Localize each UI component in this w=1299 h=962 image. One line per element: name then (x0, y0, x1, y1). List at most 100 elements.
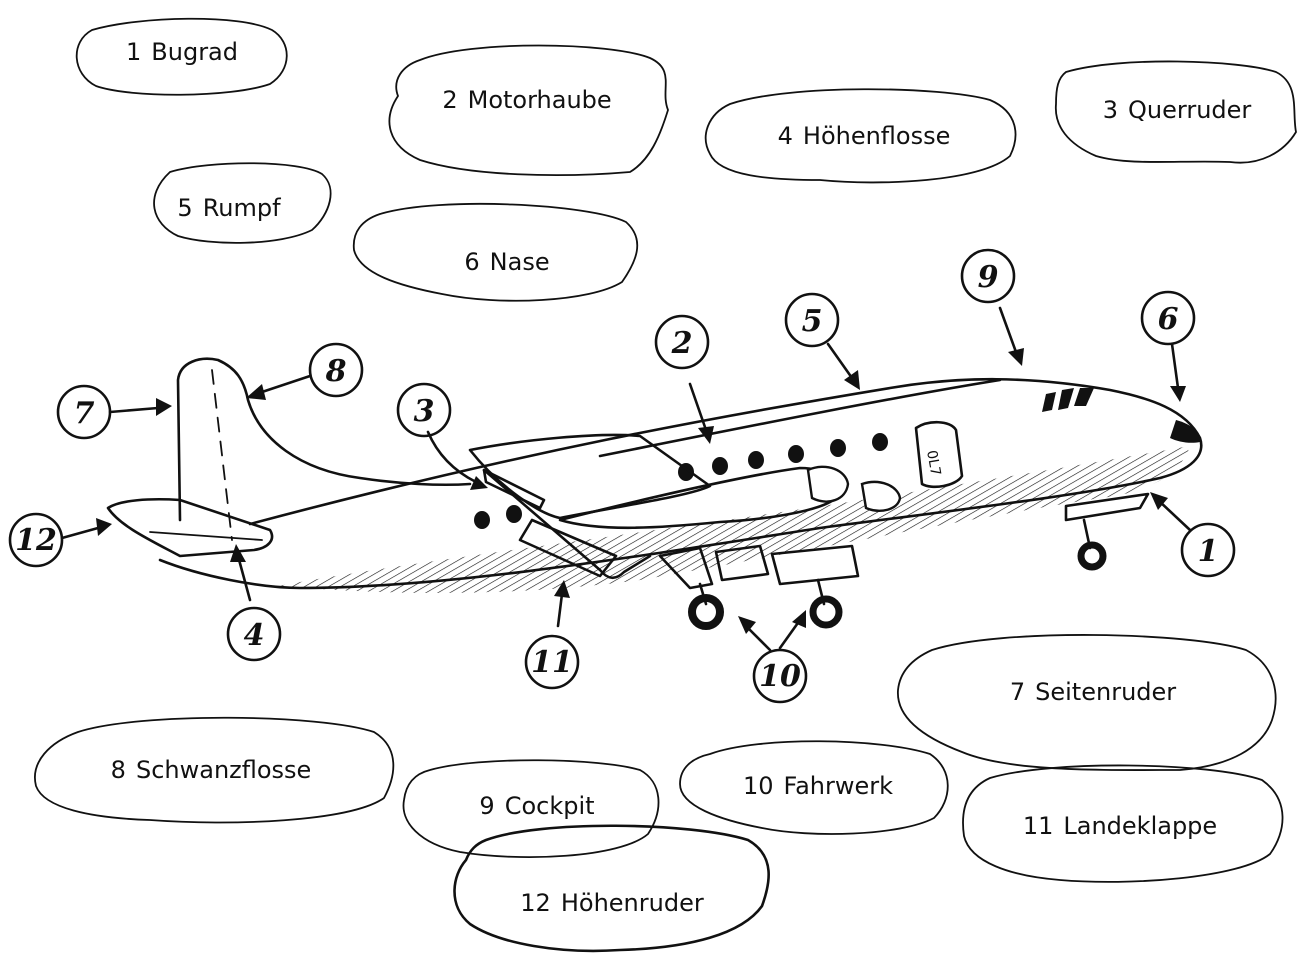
cockpit-window-2 (1058, 388, 1074, 410)
arrow-7 (108, 406, 160, 414)
marker-circle-9 (960, 248, 1016, 304)
arrowhead-3 (470, 476, 488, 490)
cloud-9 (402, 759, 660, 859)
label-text: Höhenruder (560, 889, 704, 917)
arrowhead-10b (792, 610, 806, 628)
arrowhead-2 (698, 426, 714, 444)
wing (468, 433, 712, 520)
marker-6: 6 (1158, 302, 1179, 337)
arrowhead-7 (156, 398, 172, 416)
marker-8: 8 (325, 354, 347, 389)
label-hoehenflosse: 4 Höhenflosse (778, 122, 951, 150)
cloud-11 (962, 764, 1284, 883)
label-number: 5 (177, 194, 193, 222)
marker-4: 4 (244, 618, 265, 653)
arrow-3 (426, 430, 478, 484)
marker-7: 7 (74, 396, 95, 431)
pointer-arrows (60, 306, 1192, 652)
cloud-7 (897, 634, 1277, 771)
nose-wheel (1077, 541, 1107, 571)
arrowhead-4 (230, 544, 246, 562)
fuselage-underside (278, 446, 1190, 593)
plane-text: 0L7 (923, 449, 943, 477)
marker-11: 11 (531, 645, 573, 680)
main-gear-door-3 (770, 544, 860, 586)
label-schwanzflosse: 8 Schwanzflosse (111, 756, 312, 784)
label-seitenruder: 7 Seitenruder (1010, 678, 1176, 706)
label-number: 8 (110, 756, 126, 784)
marker-9: 9 (978, 260, 999, 295)
label-number: 4 (777, 122, 793, 150)
label-number: 12 (520, 889, 551, 917)
marker-circle-7 (56, 384, 112, 440)
label-text: Seitenruder (1035, 678, 1177, 706)
marker-circle-11 (524, 634, 580, 690)
label-text: Höhenflosse (802, 122, 951, 150)
marker-circle-10 (752, 648, 808, 704)
label-number: 7 (1009, 678, 1026, 706)
engine-1-spinner (806, 465, 850, 503)
cloud-4 (704, 88, 1017, 184)
label-text: Schwanzflosse (135, 756, 312, 784)
arrowhead-5 (844, 370, 860, 390)
label-number: 6 (464, 248, 480, 276)
flap (518, 518, 618, 578)
marker-5: 5 (802, 304, 823, 339)
elevator-line (149, 531, 263, 541)
airplane-drawing: 0L7 (106, 357, 1203, 630)
aileron (482, 468, 546, 510)
main-wheel-2 (809, 595, 843, 629)
cloud-10 (679, 740, 949, 835)
main-gear-door-2 (714, 544, 770, 582)
label-number: 11 (1022, 812, 1054, 840)
nose-gear-bay (1064, 492, 1150, 522)
label-text: Querruder (1128, 96, 1252, 124)
marker-circle-4 (226, 606, 282, 662)
label-number: 9 (479, 792, 495, 820)
marker-3: 3 (414, 394, 435, 429)
rudder-line (211, 369, 233, 541)
arrow-10b (778, 618, 802, 650)
label-text: Landeklappe (1063, 812, 1218, 840)
marker-circles (8, 248, 1236, 704)
nose-cone (1170, 420, 1201, 443)
marker-circle-8 (308, 342, 364, 398)
marker-circle-3 (396, 382, 452, 438)
label-number: 3 (1102, 96, 1119, 124)
label-number: 1 (126, 38, 142, 66)
marker-circle-5 (784, 292, 840, 348)
marker-circle-12 (8, 512, 64, 568)
marker-circle-2 (654, 314, 710, 370)
label-text: Fahrwerk (783, 772, 894, 800)
arrow-4 (236, 554, 252, 602)
label-text: Cockpit (504, 792, 595, 820)
label-text: Motorhaube (467, 86, 612, 114)
arrow-10a (744, 624, 772, 652)
marker-12: 12 (15, 523, 57, 558)
arrow-6 (1170, 342, 1180, 390)
engine-2-spinner (860, 480, 902, 512)
label-cockpit: 9 Cockpit (479, 792, 594, 820)
fuselage-top-line (598, 378, 1002, 458)
arrow-2 (688, 382, 708, 432)
cockpit-window-1 (1042, 392, 1056, 412)
label-text: Bugrad (151, 38, 238, 66)
cloud-3 (1055, 60, 1297, 164)
arrow-11 (556, 592, 564, 628)
label-landeklappe: 11 Landeklappe (1023, 812, 1217, 840)
marker-10: 10 (759, 659, 801, 694)
arrowhead-8 (246, 384, 266, 400)
door (914, 420, 964, 489)
cloud-6 (352, 202, 639, 302)
cloud-2 (388, 44, 669, 177)
marker-2: 2 (671, 326, 693, 361)
arrowhead-9 (1008, 348, 1024, 366)
marker-circle-6 (1140, 290, 1196, 346)
cloud-12 (453, 824, 770, 953)
vertical-tail (176, 357, 472, 522)
label-hoehenruder: 12 Höhenruder (520, 889, 703, 917)
